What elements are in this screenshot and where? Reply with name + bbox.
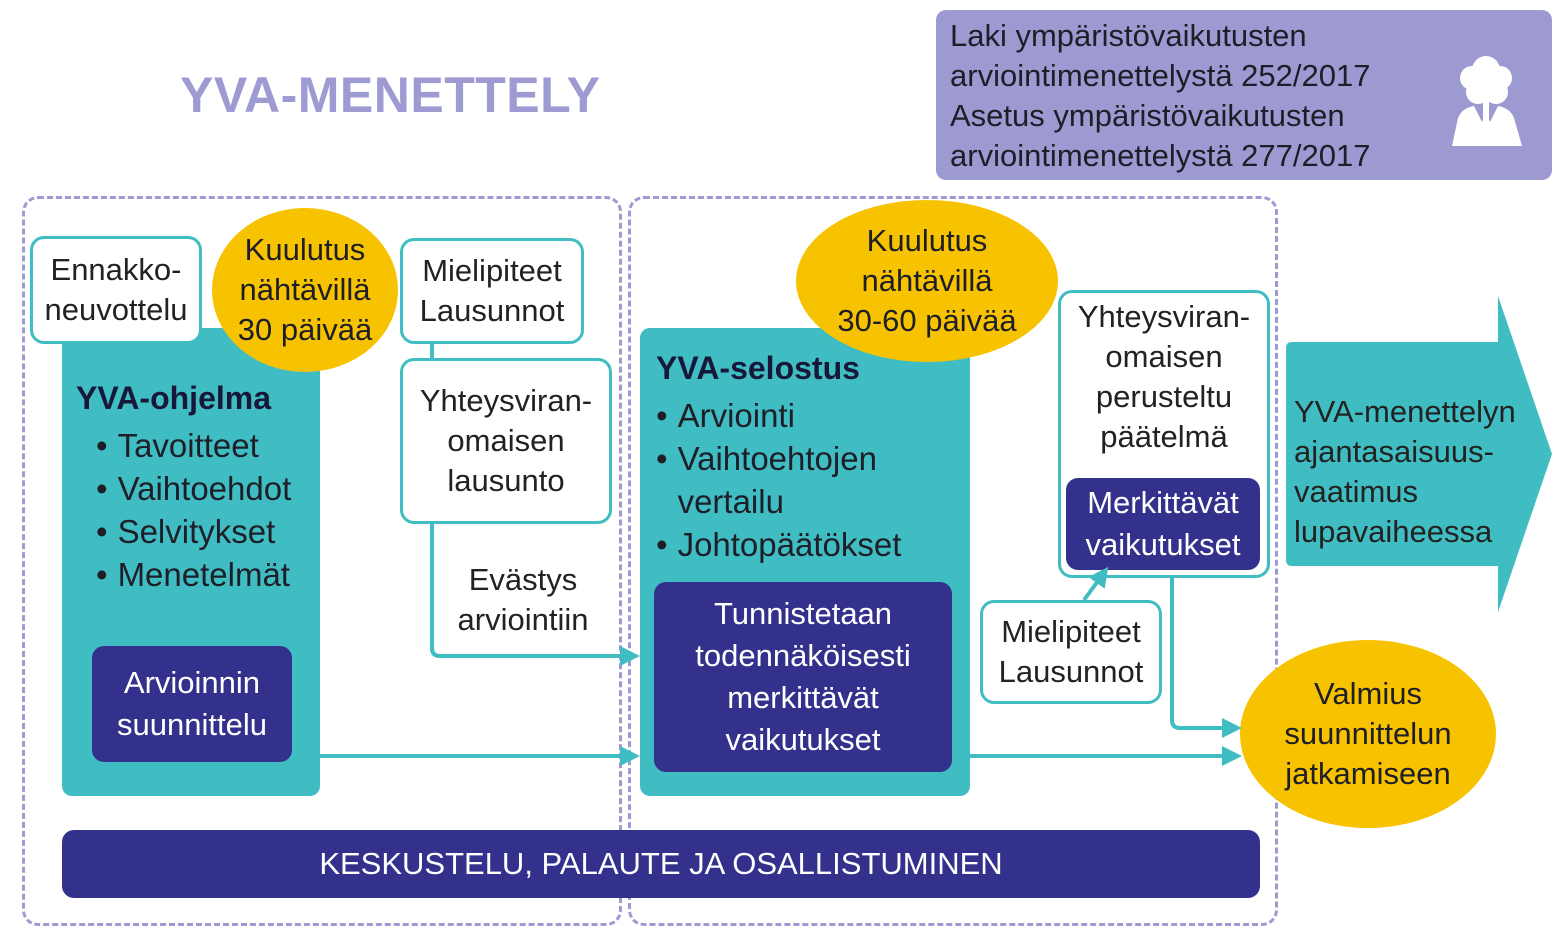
authority-statement-box: Yhteysviran- omaisen lausunto bbox=[400, 358, 612, 524]
yva-report-list: Arviointi Vaihtoehtojen vertailu Johtopä… bbox=[656, 394, 902, 566]
list-item-text: Johtopäätökset bbox=[677, 526, 902, 563]
list-item: Menetelmät bbox=[96, 553, 291, 596]
page-title: YVA-MENETTELY bbox=[180, 67, 601, 123]
legal-line: Asetus ympäristövaikutusten bbox=[950, 98, 1345, 133]
legal-line: arviointimenettelystä 252/2017 bbox=[950, 58, 1371, 93]
list-item: Vaihtoehdot bbox=[96, 467, 292, 510]
phase2-opinions-box: Mielipiteet Lausunnot bbox=[980, 600, 1162, 704]
opinions-to-effects-arrow bbox=[1082, 566, 1109, 602]
legal-line: arviointimenettelystä 277/2017 bbox=[950, 138, 1371, 173]
list-item: Vaihtoehtojen vertailu bbox=[656, 437, 901, 523]
requirement-text: YVA-menettelyn ajantasaisuus- vaatimus l… bbox=[1294, 394, 1516, 549]
assessment-planning-box: Arvioinnin suunnittelu bbox=[92, 646, 292, 762]
legal-line: Laki ympäristövaikutusten bbox=[950, 18, 1307, 53]
participation-bar: KESKUSTELU, PALAUTE JA OSALLISTUMINEN bbox=[62, 830, 1260, 898]
list-item-text: Arviointi bbox=[677, 397, 795, 434]
legal-basis-box: Laki ympäristövaikutusten arviointimenet… bbox=[936, 10, 1552, 180]
yva-program-list: Tavoitteet Vaihtoehdot Selvitykset Menet… bbox=[96, 424, 292, 596]
yva-report-heading: YVA-selostus bbox=[656, 350, 860, 386]
pre-consultation-box: Ennakko- neuvottelu bbox=[30, 236, 202, 344]
guidance-label: Evästys arviointiin bbox=[457, 562, 589, 637]
list-item-text: Vaihtoehtojen vertailu bbox=[677, 440, 877, 520]
list-item: Selvitykset bbox=[96, 510, 291, 553]
tree-person-icon bbox=[1452, 56, 1522, 146]
conclusion-to-readiness-arrow bbox=[1170, 578, 1242, 738]
list-item: Arviointi bbox=[656, 394, 901, 437]
announcement-30-60-circle: Kuulutus nähtävillä 30-60 päivää bbox=[796, 200, 1058, 362]
requirement-arrow bbox=[1286, 296, 1552, 612]
phase1-opinions-box: Mielipiteet Lausunnot bbox=[400, 238, 584, 344]
legal-basis-text: Laki ympäristövaikutusten arviointimenet… bbox=[950, 16, 1370, 176]
list-item: Johtopäätökset bbox=[656, 523, 902, 566]
readiness-circle: Valmius suunnittelun jatkamiseen bbox=[1240, 640, 1496, 828]
guidance-arrow bbox=[430, 524, 640, 666]
announcement-30-circle: Kuulutus nähtävillä 30 päivää bbox=[212, 208, 398, 372]
identification-box: Tunnistetaan todennäköisesti merkittävät… bbox=[654, 582, 952, 772]
list-item: Tavoitteet bbox=[96, 424, 291, 467]
reasoned-conclusion-text: Yhteysviran- omaisen perusteltu päätelmä bbox=[1077, 299, 1251, 454]
yva-program-heading: YVA-ohjelma bbox=[76, 380, 271, 416]
significant-effects-box: Merkittävät vaikutukset bbox=[1066, 478, 1260, 570]
